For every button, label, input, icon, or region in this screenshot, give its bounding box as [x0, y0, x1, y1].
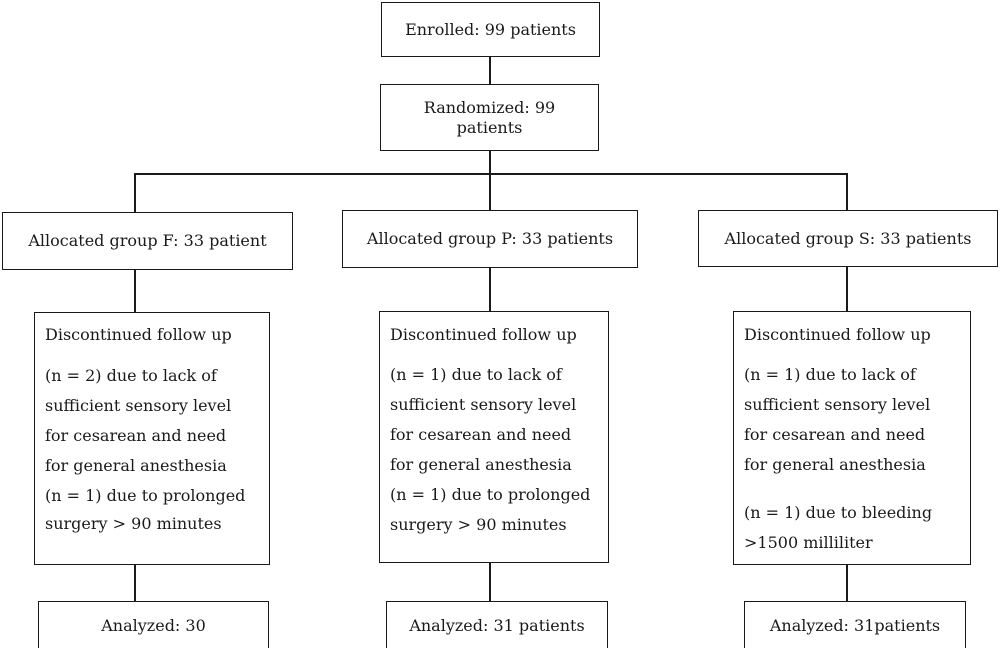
reason-line: (n = 1) due to lack of: [744, 365, 916, 384]
enrolled-label: Enrolled: 99 patients: [405, 19, 576, 39]
allocated-group-f-box: Allocated group F: 33 patient: [2, 212, 293, 270]
analyzed-group-s-label: Analyzed: 31patients: [769, 615, 941, 635]
reason-line: for cesarean and need: [390, 425, 572, 444]
analyzed-group-f-label: Analyzed: 30: [101, 615, 206, 635]
enrolled-box: Enrolled: 99 patients: [381, 2, 600, 57]
reason-line: sufficient sensory level: [390, 395, 577, 414]
reason-line: sufficient sensory level: [744, 395, 931, 414]
connector-discontinued-p-analyzed: [489, 562, 491, 602]
analyzed-group-p-box: Analyzed: 31 patients: [386, 601, 608, 648]
allocated-group-p-box: Allocated group P: 33 patients: [342, 210, 638, 268]
connector-split-group-s: [846, 173, 848, 211]
discontinued-group-p-box: Discontinued follow up (n = 1) due to la…: [379, 311, 609, 563]
connector-split-group-f: [134, 173, 136, 213]
connector-discontinued-s-analyzed: [846, 564, 848, 602]
connector-group-p-discontinued: [489, 267, 491, 312]
allocated-group-s-box: Allocated group S: 33 patients: [698, 210, 998, 267]
reason-line: for general anesthesia: [390, 455, 572, 474]
connector-enrolled-randomized: [489, 56, 491, 84]
connector-randomized-split: [489, 150, 491, 174]
discontinued-title: Discontinued follow up: [744, 325, 931, 344]
connector-group-s-discontinued: [846, 266, 848, 312]
analyzed-group-f-box: Analyzed: 30: [38, 601, 269, 648]
reason-line: >1500 milliliter: [744, 533, 873, 552]
allocated-group-f-label: Allocated group F: 33 patient: [28, 231, 267, 250]
reason-line: for general anesthesia: [744, 455, 926, 474]
reason-line: (n = 1) due to prolonged: [390, 485, 591, 504]
reason-line: for cesarean and need: [45, 426, 227, 445]
reason-line: (n = 1) due to prolonged: [45, 486, 246, 505]
reason-line: for cesarean and need: [744, 425, 926, 444]
analyzed-group-s-box: Analyzed: 31patients: [744, 601, 966, 648]
reason-line: surgery > 90 minutes: [390, 515, 567, 534]
randomized-box: Randomized: 99 patients: [380, 84, 599, 151]
connector-split-group-p: [489, 173, 491, 211]
reason-line: (n = 1) due to bleeding: [744, 503, 933, 522]
discontinued-title: Discontinued follow up: [45, 325, 232, 344]
allocated-group-p-label: Allocated group P: 33 patients: [366, 229, 614, 248]
analyzed-group-p-label: Analyzed: 31 patients: [409, 615, 585, 635]
connector-group-f-discontinued: [134, 269, 136, 313]
reason-line: (n = 1) due to lack of: [390, 365, 562, 384]
discontinued-title: Discontinued follow up: [390, 325, 577, 344]
reason-line: sufficient sensory level: [45, 396, 232, 415]
randomized-label-line1: Randomized: 99: [423, 97, 556, 117]
discontinued-group-s-box: Discontinued follow up (n = 1) due to la…: [733, 311, 971, 565]
discontinued-group-f-box: Discontinued follow up (n = 2) due to la…: [34, 312, 270, 565]
reason-line: for general anesthesia: [45, 456, 227, 475]
randomized-label-line2: patients: [456, 117, 523, 137]
connector-discontinued-f-analyzed: [134, 564, 136, 602]
allocated-group-s-label: Allocated group S: 33 patients: [724, 228, 972, 248]
reason-line: (n = 2) due to lack of: [45, 366, 217, 385]
reason-line: surgery > 90 minutes: [45, 514, 222, 533]
